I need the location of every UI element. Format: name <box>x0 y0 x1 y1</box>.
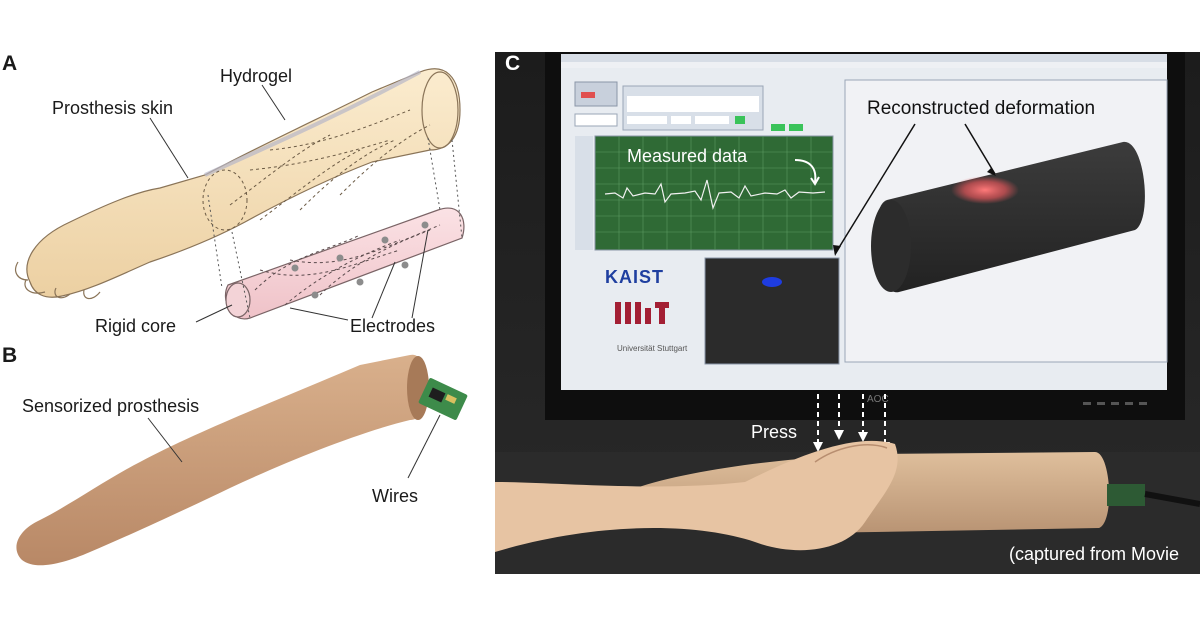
reconstructed-deformation-label: Reconstructed deformation <box>867 98 1096 119</box>
stuttgart-logo: Universität Stuttgart <box>617 344 688 353</box>
kaist-logo: KAIST <box>605 267 664 287</box>
panel-a-letter: A <box>2 52 18 75</box>
electrodes-label: Electrodes <box>350 316 436 336</box>
prosthesis-skin-arm <box>15 68 461 300</box>
measured-data-label: Measured data <box>627 146 748 166</box>
projection-lines <box>207 137 463 319</box>
press-label: Press <box>751 422 798 442</box>
panel-c-photo: AOC C Mea <box>495 52 1200 574</box>
rigid-core-cylinder <box>224 207 465 320</box>
deformation-preview <box>704 257 840 365</box>
circuit-board-icon <box>418 378 468 420</box>
leader-lines-b <box>147 414 441 479</box>
prosthesis-skin-label: Prosthesis skin <box>52 98 174 118</box>
monitor: AOC <box>545 52 1185 420</box>
mit-logo <box>615 302 669 324</box>
monitor-brand: AOC <box>867 394 889 405</box>
wires-label: Wires <box>372 486 418 506</box>
sensorized-prosthesis-arm <box>16 354 429 566</box>
panel-a-b-illustration <box>15 68 468 566</box>
panel-c-letter: C <box>505 52 521 75</box>
wire-board <box>1107 484 1145 506</box>
sensorized-prosthesis-label: Sensorized prosthesis <box>22 396 200 416</box>
press-arrows <box>817 394 886 444</box>
leader-lines-a <box>149 84 429 323</box>
measured-data-plot <box>594 135 834 251</box>
movie-caption: (captured from Movie <box>1009 544 1180 564</box>
panel-b-letter: B <box>2 344 18 367</box>
human-hand <box>495 440 898 552</box>
hydrogel-label: Hydrogel <box>220 66 293 86</box>
panel-c-scene: AOC <box>495 52 1200 574</box>
rigid-core-label: Rigid core <box>95 316 177 336</box>
